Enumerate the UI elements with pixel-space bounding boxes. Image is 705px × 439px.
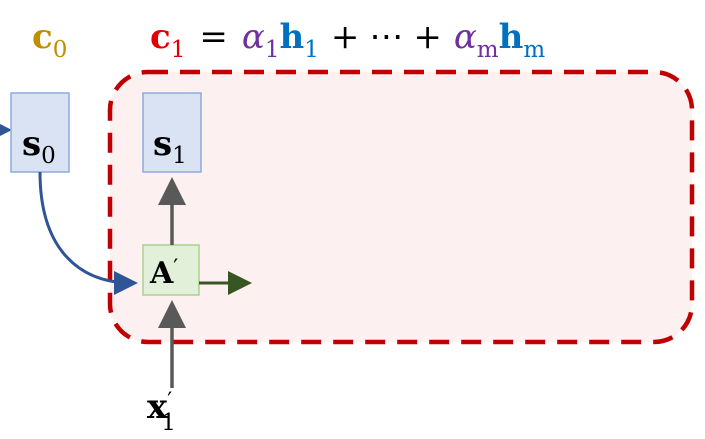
context-equation: c1=α1h1+⋯+αmhm bbox=[150, 17, 545, 63]
s0-label: s0 bbox=[22, 124, 56, 169]
x1-prime-label: x′1 bbox=[147, 387, 176, 436]
c0-label: c0 bbox=[32, 17, 67, 63]
s0-box bbox=[10, 92, 70, 173]
s0-to-a-prime-arrow bbox=[38, 171, 138, 295]
s1-box bbox=[142, 92, 202, 173]
s1-label: s1 bbox=[153, 124, 187, 169]
a-prime-box bbox=[142, 244, 200, 296]
decoder-step-region bbox=[107, 69, 695, 345]
a-prime-label: A′ bbox=[149, 256, 178, 291]
